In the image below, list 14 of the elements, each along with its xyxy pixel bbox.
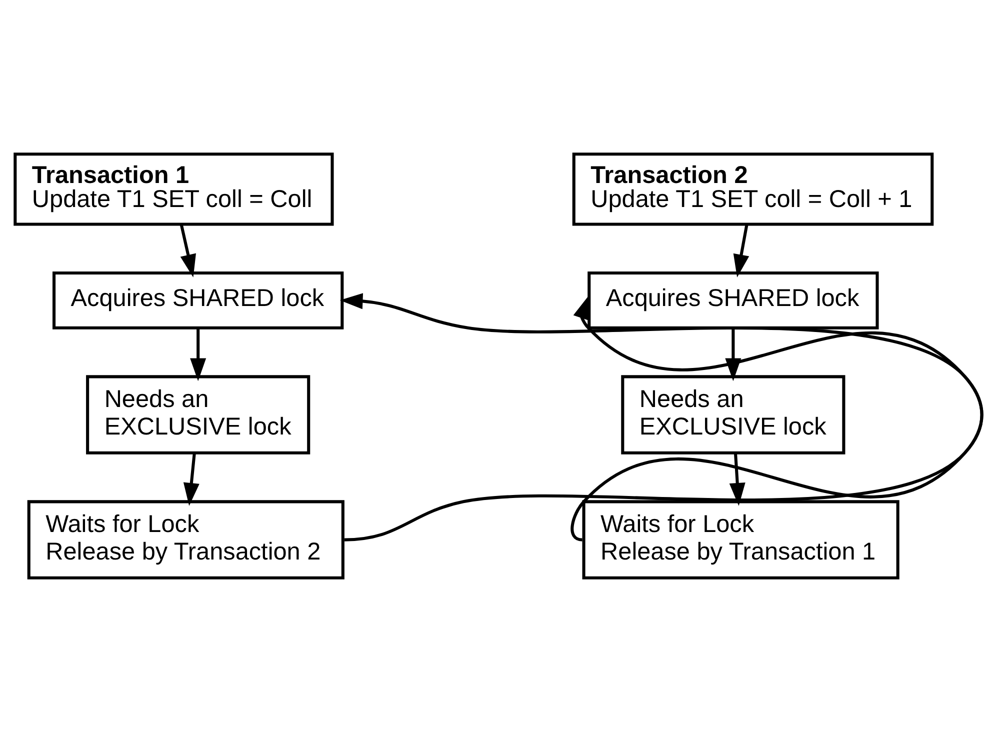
arrow bbox=[180, 224, 196, 277]
arrow bbox=[183, 452, 200, 506]
arrow bbox=[729, 452, 746, 506]
node-box: Acquires SHARED lock bbox=[588, 270, 879, 329]
arrow bbox=[733, 224, 750, 277]
node-box: Acquires SHARED lock bbox=[52, 270, 344, 329]
node-box: Transaction 2 Update T1 SET coll = Coll + 1 bbox=[572, 152, 934, 226]
node-box: Needs an EXCLUSIVE lock bbox=[621, 374, 846, 454]
arrow bbox=[725, 328, 742, 381]
node-box: Needs an EXCLUSIVE lock bbox=[86, 374, 310, 454]
arrow bbox=[190, 328, 206, 381]
node-box: Waits for Lock Release by Transaction 1 bbox=[582, 500, 900, 579]
node-box: Waits for Lock Release by Transaction 2 bbox=[27, 500, 344, 579]
node-box: Transaction 1 Update T1 SET coll = Coll bbox=[14, 152, 334, 226]
